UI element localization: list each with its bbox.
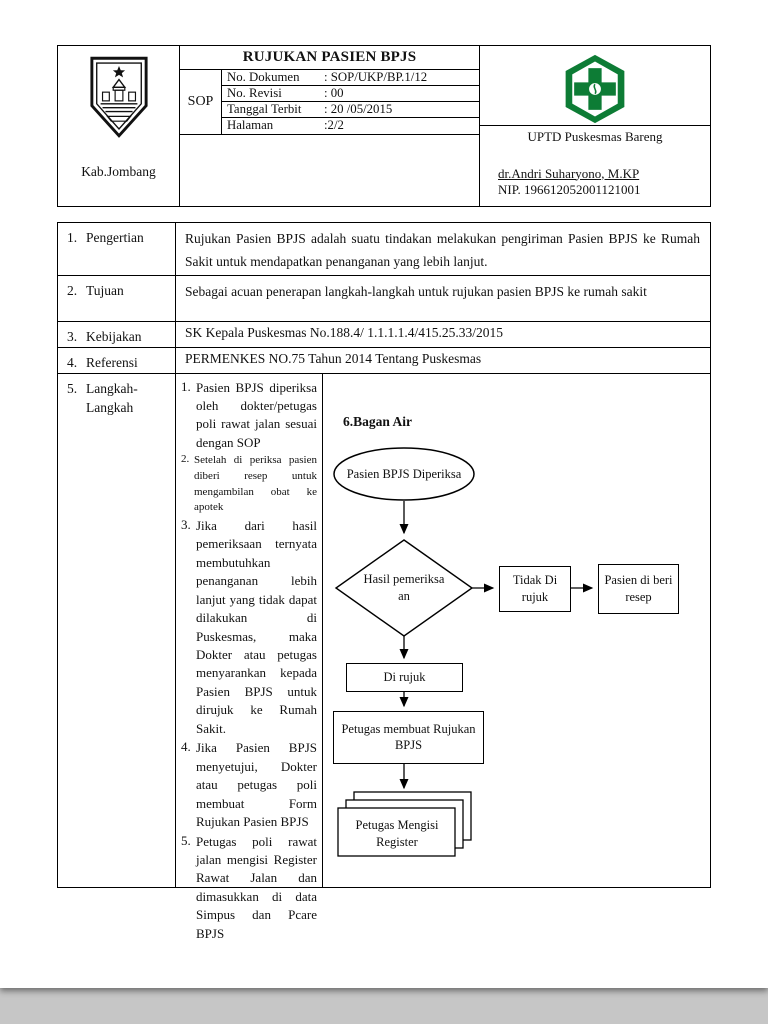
row-content: PERMENKES NO.75 Tahun 2014 Tentang Puske… (185, 351, 482, 366)
region-label: Kab.Jombang (81, 164, 156, 179)
doc-field-value: : 00 (324, 86, 344, 100)
jombang-crest-icon (58, 46, 179, 138)
step-item: 3. Jika dari hasil pemeriksaan ternyata … (181, 517, 317, 738)
flow-node-decision: Hasil pemeriksa an (363, 572, 445, 603)
puskesmas-green-cross-icon (480, 46, 710, 125)
doc-field-value: : SOP/UKP/BP.1/12 (324, 70, 428, 84)
doc-field-row: Halaman :2/2 (222, 118, 479, 134)
header-middle-column: RUJUKAN PASIEN BPJS SOP No. Dokumen : SO… (180, 46, 480, 206)
step-item: 5. Petugas poli rawat jalan mengisi Regi… (181, 833, 317, 944)
signer-nip: NIP. 196612052001121001 (498, 181, 641, 197)
row-number: 5. (67, 380, 78, 396)
row-content: Rujukan Pasien BPJS adalah suatu tindaka… (185, 231, 700, 270)
step-text: Setelah di periksa pasien diberi resep u… (194, 454, 317, 514)
row-number: 1. (67, 230, 78, 245)
flow-node-prescription: Pasien di beri resep (598, 563, 679, 614)
row-content: Sebagai acuan penerapan langkah-langkah … (185, 284, 647, 300)
flowchart: 6.Bagan Air Pasien BPJS Diperiksa Hasil … (323, 374, 710, 887)
signer-name: dr.Andri Suharyono, M.KP (498, 165, 640, 181)
sop-content-table: 1. Pengertian Rujukan Pasien BPJS adalah… (57, 222, 711, 941)
doc-field-label: Halaman (227, 118, 274, 132)
step-number: 4. (181, 739, 191, 755)
row-label-text: Tujuan (86, 283, 124, 299)
step-item: 4. Jika Pasien BPJS menyetujui, Dokter a… (181, 739, 317, 831)
doc-field-label: Tanggal Terbit (227, 102, 302, 116)
step-text: Petugas poli rawat jalan mengisi Registe… (196, 833, 317, 941)
flowchart-shapes (333, 446, 594, 857)
step-number: 2. (181, 453, 190, 466)
row-label-text: Pengertian (86, 230, 144, 245)
step-text: Jika dari hasil pemeriksaan ternyata mem… (196, 517, 317, 736)
row-label-text: Kebijakan (86, 329, 142, 345)
table-row-referensi: 4. Referensi PERMENKES NO.75 Tahun 2014 … (58, 348, 710, 374)
header-right-column: UPTD Puskesmas Bareng dr.Andri Suharyono… (480, 46, 710, 206)
row-number: 4. (67, 355, 78, 370)
row-label: 1. Pengertian (58, 223, 176, 276)
flow-node-fill-register: Petugas Mengisi Register (355, 818, 439, 849)
flow-node-not-referred: Tidak Di rujuk (499, 565, 571, 612)
step-number: 1. (181, 378, 191, 394)
sop-type-label: SOP (180, 70, 222, 134)
row-label: 5. Langkah-Langkah (58, 373, 176, 887)
doc-field-row: Tanggal Terbit : 20 /05/2015 (222, 102, 479, 118)
step-item: 1. Pasien BPJS diperiksa oleh dokter/pet… (181, 379, 317, 453)
doc-info-table: No. Dokumen : SOP/UKP/BP.1/12 No. Revisi… (222, 70, 479, 134)
step-item: 2. Setelah di periksa pasien diberi rese… (181, 453, 317, 515)
table-row-tujuan: 2. Tujuan Sebagai acuan penerapan langka… (58, 276, 710, 323)
flow-node-start: Pasien BPJS Diperiksa (346, 467, 462, 482)
row-number: 2. (67, 283, 78, 299)
row-label: 2. Tujuan (58, 276, 176, 322)
row-number: 3. (67, 329, 78, 345)
signer-block: dr.Andri Suharyono, M.KP NIP. 1966120520… (498, 166, 641, 199)
step-text: Pasien BPJS diperiksa oleh dokter/petuga… (196, 379, 317, 450)
row-label-text: Referensi (86, 355, 138, 370)
step-number: 5. (181, 832, 191, 848)
steps-list: 1. Pasien BPJS diperiksa oleh dokter/pet… (176, 373, 323, 941)
org-name: UPTD Puskesmas Bareng (480, 125, 710, 145)
table-row-pengertian: 1. Pengertian Rujukan Pasien BPJS adalah… (58, 223, 710, 277)
doc-field-value: :2/2 (324, 118, 344, 132)
doc-field-label: No. Dokumen (227, 70, 300, 84)
row-label: 4. Referensi (58, 348, 176, 373)
flowchart-title: 6.Bagan Air (343, 413, 413, 429)
row-content: SK Kepala Puskesmas No.188.4/ 1.1.1.1.4/… (185, 325, 503, 341)
document-page: Kab.Jombang RUJUKAN PASIEN BPJS SOP No. … (0, 0, 768, 988)
doc-field-value: : 20 /05/2015 (324, 102, 393, 116)
sop-info-block: SOP No. Dokumen : SOP/UKP/BP.1/12 No. Re… (180, 70, 479, 135)
document-title: RUJUKAN PASIEN BPJS (180, 46, 479, 70)
table-row-kebijakan: 3. Kebijakan SK Kepala Puskesmas No.188.… (58, 322, 710, 348)
sop-header: Kab.Jombang RUJUKAN PASIEN BPJS SOP No. … (57, 45, 711, 207)
doc-field-row: No. Revisi : 00 (222, 86, 479, 102)
row-label-text: Langkah-Langkah (86, 380, 138, 416)
row-label: 3. Kebijakan (58, 322, 176, 347)
step-number: 3. (181, 516, 191, 532)
doc-field-row: No. Dokumen : SOP/UKP/BP.1/12 (222, 70, 479, 86)
step-text: Jika Pasien BPJS menyetujui, Dokter atau… (196, 740, 317, 830)
doc-field-label: No. Revisi (227, 86, 282, 100)
header-left-column: Kab.Jombang (58, 46, 180, 206)
table-row-langkah: 5. Langkah-Langkah 1. Pasien BPJS diperi… (58, 373, 710, 941)
flow-node-make-referral: Petugas membuat Rujukan BPJS (333, 710, 484, 764)
flow-node-referred: Di rujuk (346, 662, 463, 692)
